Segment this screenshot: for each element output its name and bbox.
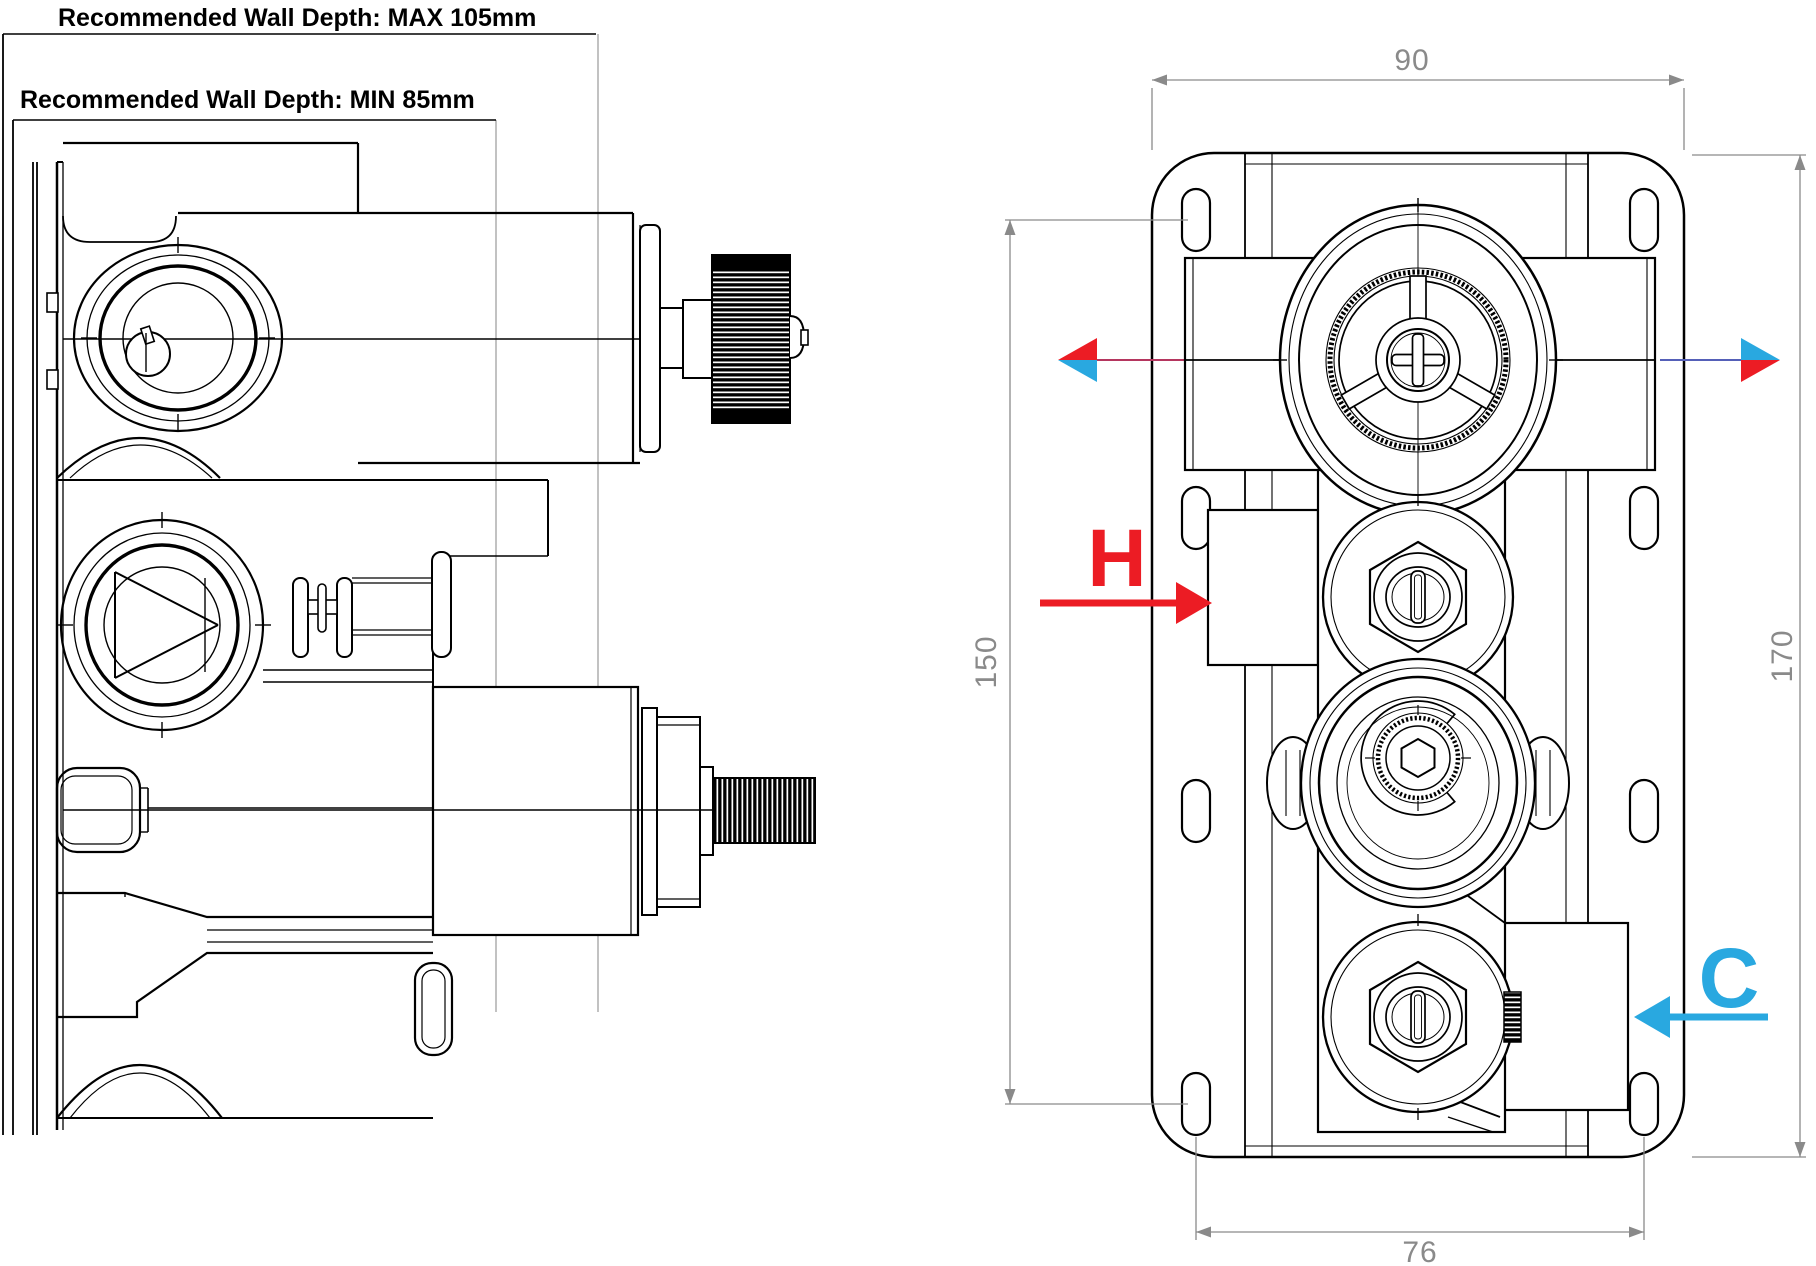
knurled-knob-top [711, 254, 791, 424]
dim-90-label: 90 [1394, 44, 1429, 77]
screw-slot [1628, 1071, 1660, 1137]
screw-slot [1180, 778, 1212, 844]
screw-slot [1628, 187, 1660, 253]
hot-inlet-block [1206, 508, 1320, 667]
dimension-90 [1151, 74, 1685, 150]
knurled-side-screw [1503, 991, 1522, 1043]
splined-hub [1375, 715, 1461, 801]
cold-valve-knob [1321, 914, 1522, 1120]
outlet-arrow-left-icon [1058, 338, 1097, 382]
upper-boss-arch [56, 437, 221, 479]
funnel-outlet [57, 891, 433, 1019]
cold-inlet-arrow-icon [1634, 996, 1768, 1038]
middle-port-circle [57, 512, 271, 738]
hex-socket [1400, 737, 1436, 779]
mixer-cartridge-side [63, 685, 816, 1057]
screw-slots [1180, 187, 1660, 1137]
min-wall-depth-label: Recommended Wall Depth: MIN 85mm [20, 86, 475, 114]
valve-body-outline [57, 141, 640, 809]
hot-label: H [1087, 513, 1146, 604]
max-wall-depth-label: Recommended Wall Depth: MAX 105mm [58, 4, 536, 32]
retaining-clip [292, 551, 452, 658]
lower-boss-arch [56, 1063, 433, 1119]
wall-section-lines [2, 34, 64, 1135]
dim-170-label: 170 [1766, 629, 1799, 682]
dim-150-label: 150 [970, 635, 1003, 688]
top-port-circle [46, 237, 284, 433]
thermostat-cartridge-side [631, 213, 809, 463]
screw-slot [1628, 485, 1660, 551]
side-view [2, 33, 816, 1135]
mixer-knob [1266, 657, 1570, 909]
thermostat-knob [1273, 198, 1563, 522]
hot-valve-knob [1321, 494, 1515, 700]
outlet-arrow-right-icon [1741, 338, 1780, 382]
hot-inlet-arrow-icon [1040, 582, 1212, 624]
screw-slot [1628, 778, 1660, 844]
splined-shaft [712, 777, 816, 844]
dimension-170 [1692, 154, 1806, 1158]
screw-slot [1180, 485, 1212, 551]
front-view [1004, 74, 1806, 1240]
dimension-76 [1195, 1137, 1645, 1240]
dimension-150 [1004, 219, 1188, 1105]
cold-label: C [1699, 931, 1760, 1025]
dim-76-label: 76 [1402, 1236, 1437, 1266]
